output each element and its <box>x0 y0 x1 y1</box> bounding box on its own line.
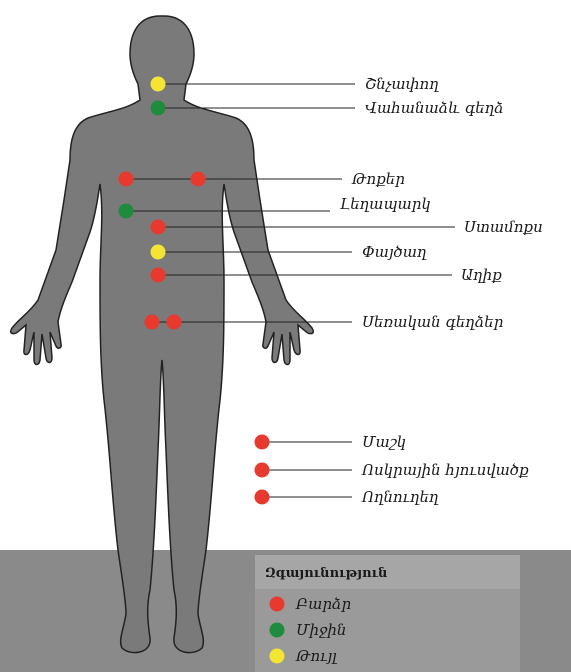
legend-high-swatch <box>270 597 285 612</box>
legend-low-swatch <box>270 649 285 664</box>
organ-9-label: Մաշկ <box>362 433 406 451</box>
organ-8-marker-1 <box>145 315 160 330</box>
organ-3-label: Թոքեր <box>351 170 405 188</box>
legend-medium-label: Միջին <box>296 621 346 639</box>
organ-5-label: Ստամոքս <box>464 218 543 236</box>
organ-1-label: Շնչափող <box>365 75 439 93</box>
legend-low-label: Թույլ <box>295 647 337 665</box>
organ-1-marker <box>151 77 166 92</box>
organ-9-marker <box>255 435 270 450</box>
organ-6-label: Փայծաղ <box>362 243 427 261</box>
organ-3-marker-1 <box>119 172 134 187</box>
organ-5-marker <box>151 220 166 235</box>
organ-10-marker <box>255 463 270 478</box>
legend-high-label: Բարձր <box>295 595 351 613</box>
organ-2-label: Վահանաձև գեղձ <box>365 99 504 117</box>
organ-8-label: Սեռական գեղձեր <box>362 313 503 331</box>
organ-11-label: Ողնուղեղ <box>361 488 439 506</box>
organ-4-label: Լեղապարկ <box>340 195 431 213</box>
organ-8-marker-2 <box>167 315 182 330</box>
organ-10-label: Ոսկրային հյուսվածք <box>361 461 529 479</box>
organ-4-marker <box>119 204 134 219</box>
organ-11-marker <box>255 490 270 505</box>
organ-3-marker-2 <box>191 172 206 187</box>
legend-medium-swatch <box>270 623 285 638</box>
organ-6-marker <box>151 245 166 260</box>
organ-2-marker <box>151 101 166 116</box>
organ-7-label: Աղիք <box>461 266 502 284</box>
organ-7-marker <box>151 268 166 283</box>
legend-title: Զգայունություն <box>265 566 387 581</box>
